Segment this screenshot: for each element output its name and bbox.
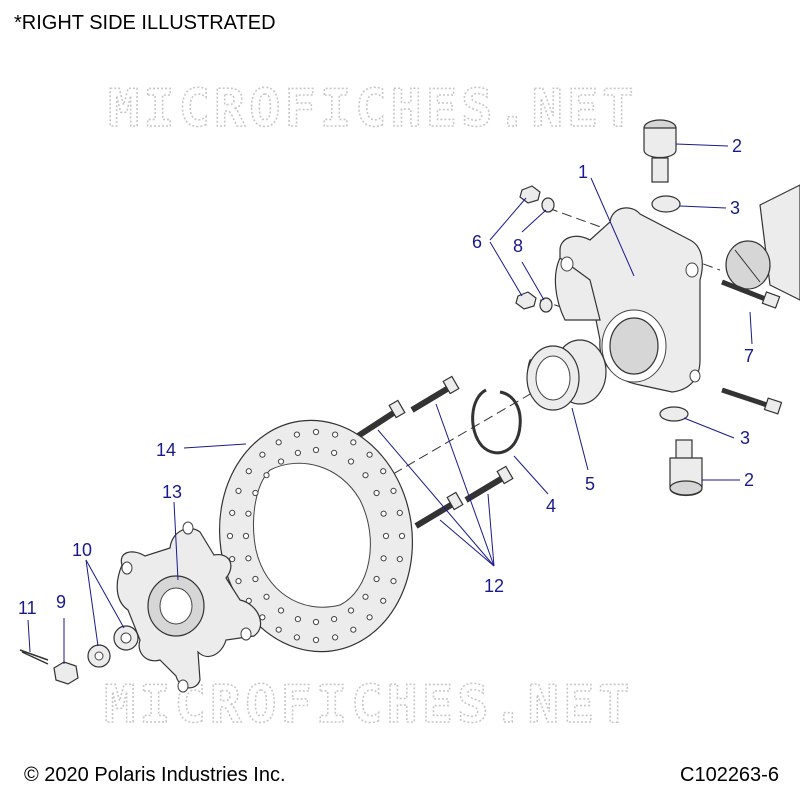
retaining-ring-lower — [659, 406, 689, 422]
rotor-hole — [263, 593, 270, 600]
retaining-ring-upper — [651, 195, 681, 213]
callout-11: 11 — [18, 598, 37, 618]
figure-code: C102263-6 — [680, 764, 779, 786]
wheel-bearing — [526, 339, 607, 411]
rotor-hole — [332, 634, 339, 641]
callout-2-upper: 2 — [732, 136, 742, 156]
rotor-hole — [390, 578, 397, 585]
nut-lower — [515, 291, 537, 310]
rotor-hole — [294, 616, 301, 623]
rotor-hole — [293, 634, 300, 641]
callout-4: 4 — [546, 496, 556, 516]
callout-1: 1 — [578, 162, 588, 182]
ball-joint-upper — [643, 119, 677, 183]
rotor-hole — [245, 510, 252, 517]
rotor-hole — [252, 575, 259, 583]
callout-7: 7 — [744, 346, 754, 366]
callout-9: 9 — [56, 592, 66, 612]
rotor-hole — [235, 487, 242, 494]
washer-inner-hole — [94, 651, 104, 661]
rotor-hole — [366, 614, 373, 621]
rotor-hole — [396, 556, 403, 563]
rotor-hole — [294, 449, 301, 456]
rotor-hole — [235, 578, 242, 585]
cotter-pin — [19, 649, 49, 665]
rotor-hole — [380, 597, 387, 604]
callout-5: 5 — [585, 474, 595, 494]
ball-joint-lower — [669, 439, 703, 497]
rotor-hole — [331, 616, 338, 623]
rotor-hole — [362, 593, 369, 600]
rotor-hole — [242, 532, 250, 540]
rotor-hole — [380, 510, 387, 517]
callout-2-lower: 2 — [744, 470, 754, 490]
callout-14: 14 — [156, 440, 176, 460]
callout-13: 13 — [162, 482, 182, 502]
rotor-hole — [350, 626, 357, 633]
rotor-hole — [293, 431, 300, 438]
washer-outer-hole — [120, 632, 132, 644]
knuckle — [554, 207, 703, 393]
rotor-hole — [312, 446, 320, 454]
rotor-hole — [398, 532, 406, 540]
rotor-hole — [382, 532, 390, 540]
rotor-bolts — [356, 375, 514, 529]
rotor-hole — [312, 636, 320, 644]
rotor-hole — [229, 509, 236, 517]
rotor-hole — [396, 509, 403, 517]
header-note: *RIGHT SIDE ILLUSTRATED — [14, 12, 276, 34]
rotor-hole — [331, 449, 338, 456]
rotor-drill-holes — [226, 428, 406, 644]
rotor-hole — [275, 439, 282, 446]
rotor-hole — [350, 439, 357, 446]
snap-ring — [471, 388, 522, 455]
leader-lines — [27, 143, 753, 664]
rotor-hole — [380, 555, 387, 562]
rotor-hole — [229, 556, 236, 563]
callout-3-upper: 3 — [730, 198, 740, 218]
rotor-hole — [380, 468, 387, 475]
rotor-hole — [245, 555, 252, 562]
washer-lower — [539, 297, 553, 313]
nut-upper — [519, 185, 541, 204]
rotor-hole — [275, 626, 282, 633]
callout-8: 8 — [513, 236, 523, 256]
rotor-hole — [366, 451, 373, 458]
wheel-hub — [116, 521, 262, 693]
watermark-top: MICROFICHES.NET — [108, 79, 638, 139]
rotor-hole — [362, 472, 369, 479]
copyright: © 2020 Polaris Industries Inc. — [24, 764, 286, 786]
rotor-hole — [263, 472, 270, 479]
drive-shaft — [725, 184, 800, 301]
callout-12: 12 — [484, 576, 504, 596]
washer-upper — [541, 197, 555, 213]
rotor-hole — [226, 532, 234, 540]
knuckle-bolt-lower — [721, 387, 783, 415]
rotor-hole — [312, 618, 320, 626]
rotor-hole — [277, 607, 285, 614]
rotor-hole — [277, 458, 285, 465]
brake-rotor — [218, 419, 414, 653]
knuckle-bolt-upper — [721, 279, 781, 309]
castle-nut — [53, 661, 79, 685]
rotor-hole — [347, 458, 355, 465]
rotor-hole — [390, 487, 397, 494]
rotor-hole — [252, 489, 259, 497]
rotor-hole — [373, 575, 380, 583]
rotor-hole — [245, 468, 252, 475]
rotor-hole — [259, 451, 266, 458]
callout-3-lower: 3 — [740, 428, 750, 448]
rotor-hole — [312, 428, 320, 436]
rotor-hole — [347, 607, 355, 614]
rotor-hole — [373, 489, 380, 497]
callout-10: 10 — [72, 540, 92, 560]
callout-6: 6 — [472, 232, 482, 252]
rotor-hole — [332, 431, 339, 438]
